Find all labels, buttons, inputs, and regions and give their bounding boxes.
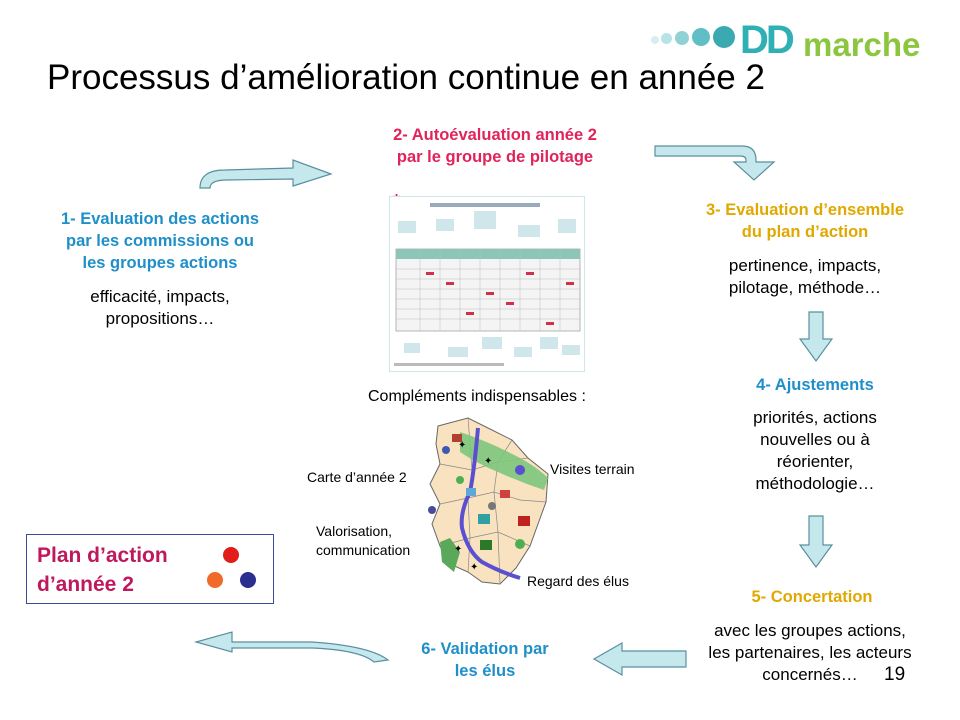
step4-heading: 4- Ajustements xyxy=(756,376,874,394)
self-evaluation-grid-thumbnail xyxy=(389,196,585,372)
map-label-visites: Visites terrain xyxy=(550,461,635,477)
map-label-regard: Regard des élus xyxy=(527,573,629,589)
svg-text:✦: ✦ xyxy=(454,544,462,555)
territory-map: ✦ ✦ ✦ ✦ xyxy=(428,417,549,585)
logo-dot xyxy=(692,28,710,46)
step1-body: efficacité, impacts, propositions… xyxy=(90,287,230,328)
navy-dot xyxy=(240,572,256,588)
step5-body: avec les groupes actions, les partenaire… xyxy=(708,621,912,684)
step5-heading: 5- Concertation xyxy=(751,588,873,606)
arrow-step5-to-step6 xyxy=(592,641,687,677)
arrow-step6-to-plan xyxy=(193,631,390,663)
map-label-valorisation: Valorisation, communication xyxy=(316,523,411,558)
grid-thumbnail-drawing xyxy=(394,203,581,366)
map-label-carte: Carte d’année 2 xyxy=(307,469,407,485)
complements-heading: Compléments indispensables : xyxy=(368,388,586,405)
step4-body: priorités, actions nouvelles ou à réorie… xyxy=(753,408,877,493)
svg-text:✦: ✦ xyxy=(484,456,492,467)
step1-heading: 1- Evaluation des actions par les commis… xyxy=(60,210,260,272)
step2-heading: 2- Autoévaluation année 2 par le groupe … xyxy=(393,126,597,166)
plan-action-text: Plan d’action d’année 2 xyxy=(37,544,168,596)
step4-block: 4- Ajustements priorités, actions nouvel… xyxy=(705,374,925,495)
logo-dot xyxy=(661,33,672,44)
step1-block: 1- Evaluation des actions par les commis… xyxy=(30,208,290,330)
logo-dot xyxy=(675,31,689,45)
plan-action-box: Plan d’action d’année 2 xyxy=(26,534,274,604)
svg-text:✦: ✦ xyxy=(458,440,466,451)
logo-dot xyxy=(651,36,659,44)
orange-dot xyxy=(207,572,223,588)
page-number: 19 xyxy=(884,664,906,685)
arrow-step4-to-step5 xyxy=(798,515,834,569)
svg-text:✦: ✦ xyxy=(470,562,478,573)
logo-dot xyxy=(713,26,735,48)
page-title: Processus d’amélioration continue en ann… xyxy=(47,58,765,97)
arrow-step2-to-step3 xyxy=(654,145,776,181)
arrow-step3-to-step4 xyxy=(798,311,834,363)
step3-block: 3- Evaluation d’ensemble du plan d’actio… xyxy=(680,199,930,299)
ddmarche-logo: DD marche xyxy=(648,18,948,64)
step3-body: pertinence, impacts, pilotage, méthode… xyxy=(728,256,882,297)
red-dot xyxy=(223,547,239,563)
logo-marche: marche xyxy=(803,26,921,63)
arrow-step1-to-step2 xyxy=(199,159,333,189)
step6-heading: 6- Validation par les élus xyxy=(421,640,549,680)
logo-dd: DD xyxy=(740,18,795,62)
step3-heading: 3- Evaluation d’ensemble du plan d’actio… xyxy=(705,201,905,241)
